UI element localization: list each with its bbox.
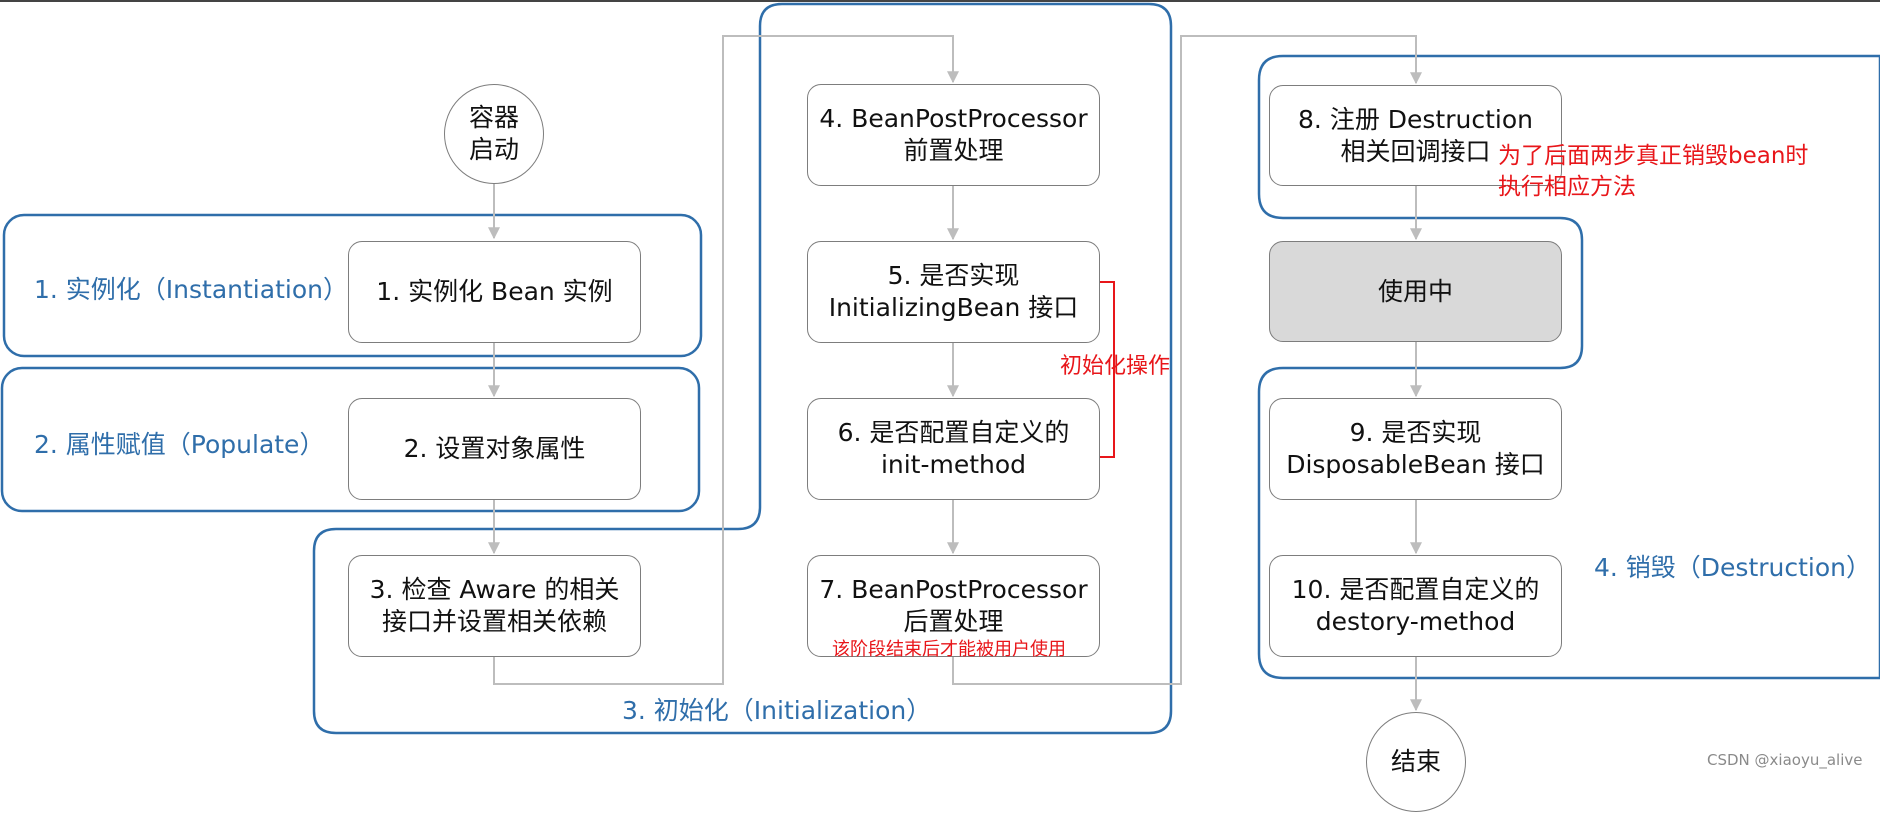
- instantiation-phase-outline: [2, 213, 703, 358]
- phase-label-instantiation: 1. 实例化（Instantiation）: [34, 275, 348, 304]
- destruction-phase-outline: [1257, 54, 1880, 680]
- step-4-line-2: 前置处理: [903, 136, 1004, 165]
- step-1-instantiate: 1. 实例化 Bean 实例: [348, 241, 641, 343]
- step-6-line-2: init-method: [880, 450, 1027, 479]
- start-line-2: 启动: [468, 135, 519, 164]
- step-6-init-method: 6. 是否配置自定义的 init-method: [807, 398, 1100, 500]
- phase-label-initialization: 3. 初始化（Initialization）: [622, 696, 932, 725]
- end-label: 结束: [1390, 747, 1441, 776]
- note-destroy-line-2: 执行相应方法: [1498, 174, 1636, 200]
- end-node: 结束: [1366, 712, 1466, 812]
- step-7-line-2: 后置处理: [903, 607, 1004, 636]
- step-7-after-processor: 7. BeanPostProcessor 后置处理: [807, 555, 1100, 657]
- step-10-line-1: 10. 是否配置自定义的: [1291, 575, 1540, 604]
- note-init-operation: 初始化操作: [1060, 354, 1171, 379]
- step-8-line-1: 8. 注册 Destruction: [1298, 104, 1533, 134]
- step-10-destroy-method: 10. 是否配置自定义的 destory-method: [1269, 555, 1562, 657]
- step-9-disposable-bean: 9. 是否实现 DisposableBean 接口: [1269, 398, 1562, 500]
- step-9-line-1: 9. 是否实现: [1349, 418, 1482, 447]
- in-use-state: 使用中: [1269, 241, 1562, 342]
- note-destroy-line-1: 为了后面两步真正销毁bean时: [1498, 143, 1809, 169]
- in-use-text: 使用中: [1377, 276, 1453, 306]
- initialization-phase-outline: [312, 2, 1173, 735]
- note-after-stage: 该阶段结束后才能被用户使用: [832, 639, 1066, 660]
- container-start-node: 容器 启动: [444, 84, 544, 184]
- arrow-s3-to-s4: [493, 35, 959, 685]
- start-line-1: 容器: [468, 103, 519, 132]
- step-10-line-2: destory-method: [1315, 607, 1516, 636]
- step-4-before-processor: 4. BeanPostProcessor 前置处理: [807, 84, 1100, 186]
- step-4-line-1: 4. BeanPostProcessor: [819, 104, 1088, 133]
- step-5-initializing-bean: 5. 是否实现 InitializingBean 接口: [807, 241, 1100, 343]
- phase-label-populate: 2. 属性赋值（Populate）: [34, 430, 325, 459]
- step-3-line-2: 接口并设置相关依赖: [381, 607, 607, 636]
- step-6-line-1: 6. 是否配置自定义的: [837, 418, 1070, 447]
- step-9-line-2: DisposableBean 接口: [1286, 450, 1545, 479]
- arrow-s7-to-s8: [952, 35, 1422, 685]
- populate-phase-outline: [0, 366, 701, 513]
- step-1-text: 1. 实例化 Bean 实例: [376, 277, 613, 306]
- step-2-text: 2. 设置对象属性: [403, 434, 586, 463]
- step-5-line-1: 5. 是否实现: [887, 261, 1020, 290]
- step-3-aware: 3. 检查 Aware 的相关 接口并设置相关依赖: [348, 555, 641, 657]
- step-3-line-1: 3. 检查 Aware 的相关: [369, 575, 620, 604]
- step-2-populate: 2. 设置对象属性: [348, 398, 641, 500]
- step-8-line-2: 相关回调接口: [1340, 136, 1491, 166]
- csdn-watermark: CSDN @xiaoyu_alive: [1707, 751, 1863, 769]
- step-5-line-2: InitializingBean 接口: [828, 293, 1079, 322]
- step-7-line-1: 7. BeanPostProcessor: [819, 575, 1088, 604]
- phase-label-destruction: 4. 销毁（Destruction）: [1594, 553, 1872, 582]
- step-8-register-destruction: 8. 注册 Destruction 相关回调接口: [1269, 85, 1562, 186]
